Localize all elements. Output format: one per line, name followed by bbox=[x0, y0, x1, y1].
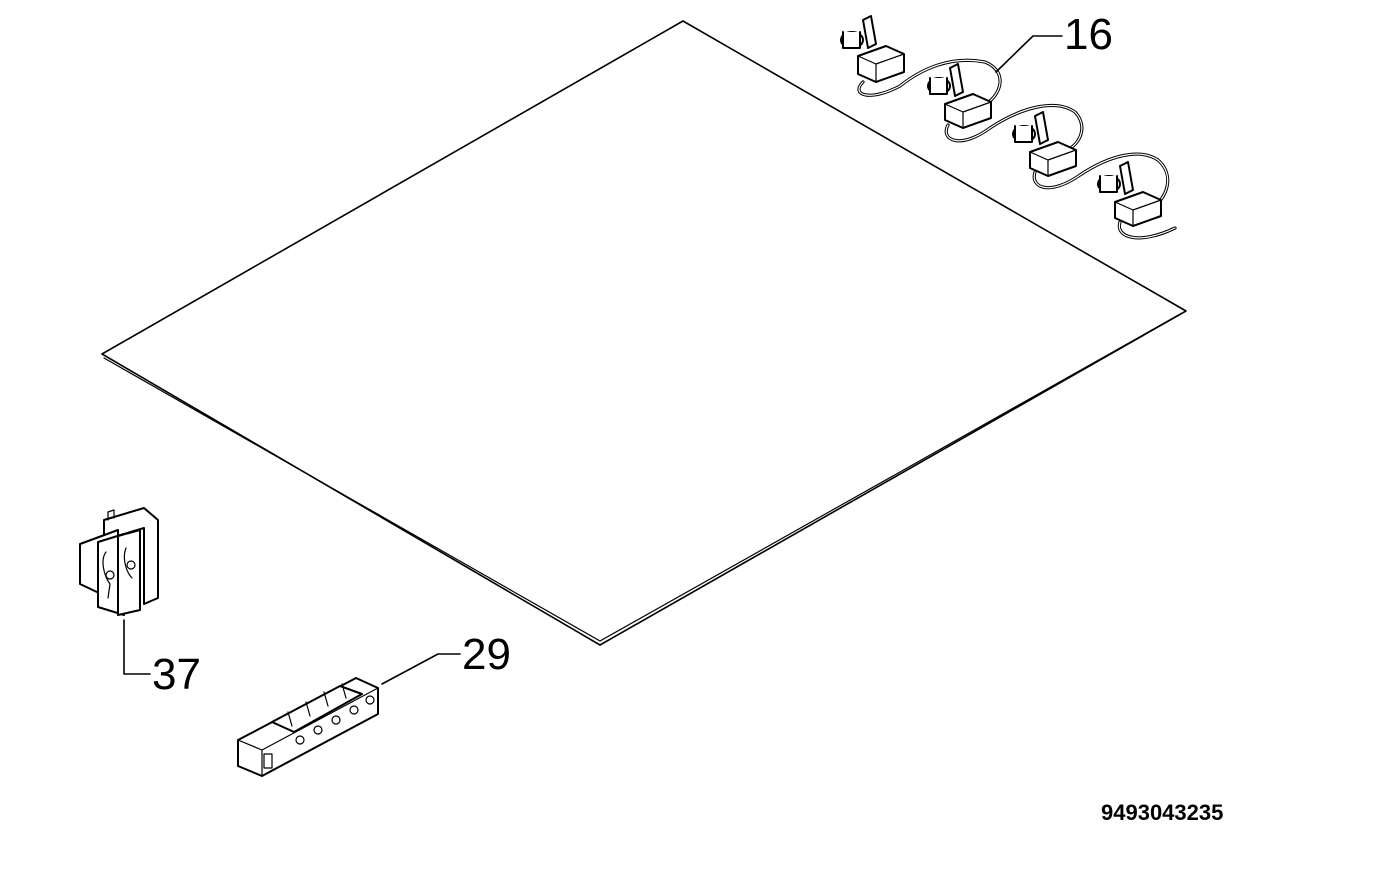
part-16-switch-chain bbox=[840, 15, 1177, 240]
switch-unit-4 bbox=[1097, 161, 1162, 227]
callout-29: 29 bbox=[462, 630, 511, 679]
callout-37: 37 bbox=[152, 650, 201, 699]
leader-line-29 bbox=[381, 653, 461, 685]
callout-16: 16 bbox=[1064, 10, 1113, 59]
connecting-wire bbox=[857, 58, 1177, 240]
panel-sheet bbox=[101, 20, 1187, 646]
terminal-screws bbox=[287, 683, 375, 745]
switch-unit-2 bbox=[927, 63, 992, 129]
switch-unit-3 bbox=[1012, 111, 1077, 177]
switch-unit-1 bbox=[840, 15, 905, 83]
part-37-bracket bbox=[79, 507, 159, 675]
part-29-terminal-block bbox=[237, 653, 461, 777]
leader-line-37 bbox=[123, 619, 151, 675]
leader-line-16 bbox=[995, 35, 1063, 73]
drawing-number: 9493043235 bbox=[1101, 800, 1223, 825]
